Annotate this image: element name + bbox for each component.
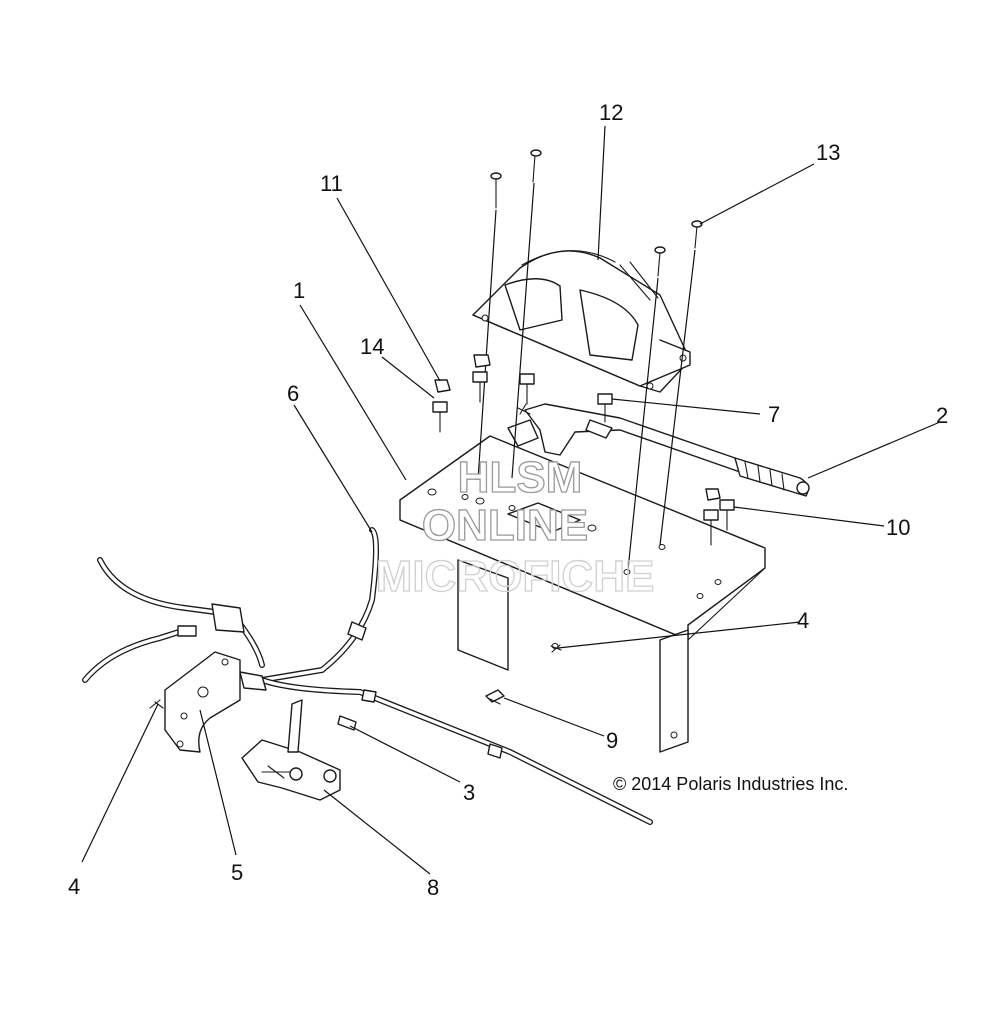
callout-5: 5 — [231, 860, 243, 885]
caliper-bracket-5 — [149, 651, 267, 753]
bolt-b — [519, 373, 535, 405]
watermark-line3: MICROFICHE — [376, 552, 655, 601]
harness-wires — [82, 557, 265, 683]
watermark-line1: HLSM — [458, 453, 583, 502]
screws — [477, 149, 703, 571]
brake-cable-6 — [259, 527, 379, 683]
hand-brake-lever — [507, 403, 810, 497]
cotter-pin-4 — [550, 644, 562, 653]
leader-lines — [81, 125, 941, 875]
console-cover — [472, 250, 691, 393]
bolt-10a — [719, 499, 735, 531]
caliper-8 — [241, 699, 341, 801]
callout-1: 1 — [293, 278, 305, 303]
mounting-plate — [399, 435, 766, 649]
callout-10: 10 — [886, 515, 910, 540]
watermark: HLSM ONLINE MICROFICHE — [375, 452, 655, 601]
plate-drop-leg-right — [659, 629, 689, 753]
callout-13: 13 — [816, 140, 840, 165]
callout-4-left: 4 — [68, 874, 80, 899]
bolt-14 — [432, 401, 448, 433]
callout-8: 8 — [427, 875, 439, 900]
callout-12: 12 — [599, 100, 623, 125]
callouts: 1 2 3 4 4 5 6 7 8 9 10 11 12 13 14 — [68, 100, 948, 900]
callout-3: 3 — [463, 780, 475, 805]
callout-7: 7 — [768, 402, 780, 427]
callout-4-right: 4 — [797, 608, 809, 633]
callout-6: 6 — [287, 381, 299, 406]
bolt-7 — [597, 393, 613, 423]
callout-9: 9 — [606, 728, 618, 753]
bolt-a — [472, 371, 488, 403]
plate-drop-bracket-left — [457, 559, 509, 671]
bolt-10b — [703, 509, 719, 546]
screw-2 — [530, 149, 542, 183]
callout-11: 11 — [320, 171, 343, 196]
screw-3 — [654, 246, 666, 277]
nut-10 — [705, 488, 721, 501]
copyright-notice: © 2014 Polaris Industries Inc. — [613, 774, 848, 794]
bolts — [432, 354, 735, 546]
pin-9 — [485, 689, 505, 705]
nut-a — [473, 354, 491, 368]
brake-cable-3 — [259, 677, 653, 825]
callout-14: 14 — [360, 334, 384, 359]
nut-11 — [434, 379, 451, 393]
screw-4 — [691, 220, 703, 249]
watermark-line2: ONLINE — [422, 501, 588, 550]
callout-2: 2 — [936, 403, 948, 428]
screw-1 — [490, 172, 502, 209]
